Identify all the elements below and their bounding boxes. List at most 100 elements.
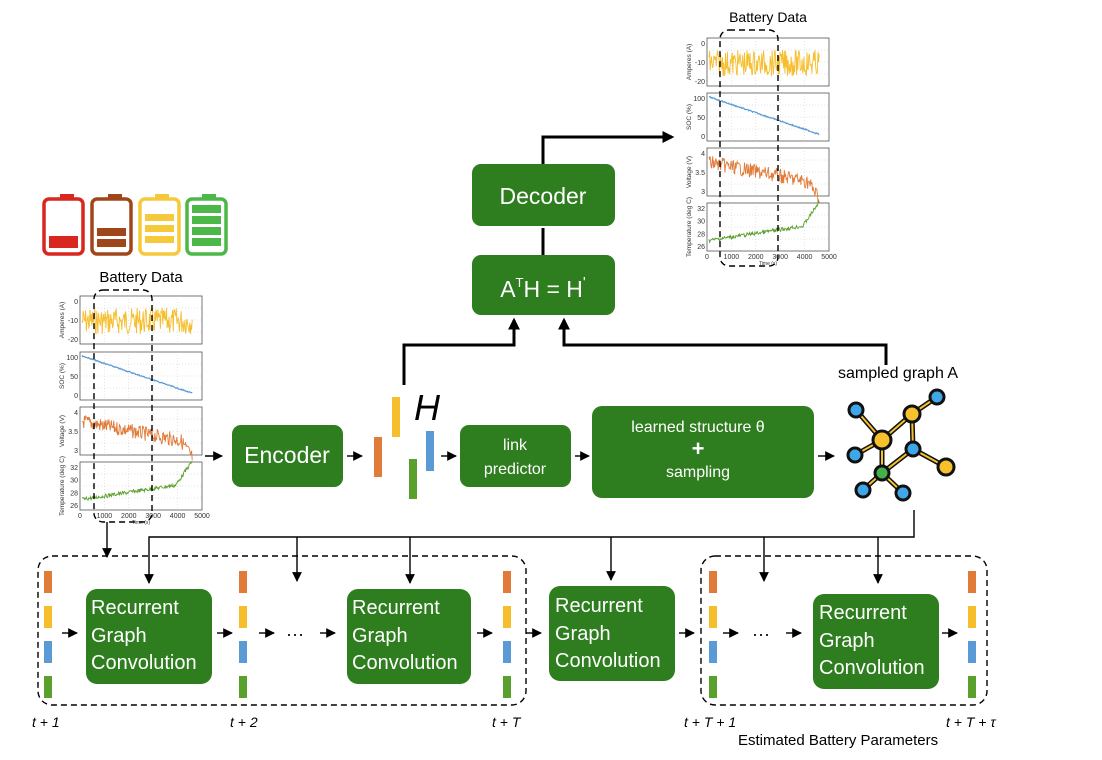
y-axis-label: SOC (%) <box>686 104 693 130</box>
estimated-parameters-group <box>700 555 988 706</box>
rgc-4-line3: Convolution <box>819 657 925 679</box>
link-predictor-line1: link <box>503 437 528 454</box>
y-axis-label: Temperature (deg C) <box>686 197 693 257</box>
feature-bar-yellow <box>239 606 247 628</box>
x-tick-label: 4000 <box>797 254 813 261</box>
y-tick-label: -20 <box>695 79 705 86</box>
y-axis-label: SOC (%) <box>59 363 66 389</box>
feature-bar-green <box>409 459 417 499</box>
soc-subplot: 100 50 0 SOC (%) <box>59 351 203 401</box>
link-predictor-block: link predictor <box>460 425 571 487</box>
rgc-3-line3: Convolution <box>555 650 661 672</box>
feature-bar-orange <box>709 571 717 593</box>
rgc-1-line3: Convolution <box>91 652 197 674</box>
x-tick-label: 1000 <box>97 513 113 520</box>
feature-bar-blue <box>426 431 434 471</box>
ath-equation: ATH = H' <box>500 274 586 302</box>
structure-line1: learned structure θ <box>631 419 765 436</box>
rgc-1-line2: Graph <box>91 625 147 647</box>
x-tick-label: 0 <box>78 513 82 520</box>
feature-bar-yellow <box>709 606 717 628</box>
rgc-block-2: Recurrent Graph Convolution <box>347 589 471 684</box>
rgc-3-line2: Graph <box>555 623 611 645</box>
feature-bar-orange <box>44 571 52 593</box>
feature-column-2 <box>239 571 247 698</box>
y-tick-label: 26 <box>70 503 78 510</box>
y-tick-label: 0 <box>701 134 705 141</box>
feature-bar-green <box>968 676 976 698</box>
y-axis-label: Temperature (deg C) <box>59 456 66 516</box>
y-axis-label: Voltage (V) <box>59 415 66 447</box>
feature-bar-yellow <box>503 606 511 628</box>
y-axis-label: Amperes (A) <box>686 44 693 80</box>
feature-bar-green <box>709 676 717 698</box>
ellipsis-2: ··· <box>752 624 770 644</box>
amperes-series <box>81 307 193 335</box>
battery-full-icon <box>185 194 228 256</box>
battery-icons <box>42 194 228 256</box>
battery-low-icon <box>42 194 85 256</box>
y-tick-label: -10 <box>68 318 78 325</box>
temperature-series <box>81 460 193 502</box>
feature-bar-blue <box>44 641 52 663</box>
feature-bar-green <box>503 676 511 698</box>
time-label-tT1: t + T + 1 <box>684 714 736 730</box>
feature-bar-yellow <box>44 606 52 628</box>
feature-column-1 <box>44 571 52 698</box>
bar-columns <box>44 571 976 698</box>
time-label-t1: t + 1 <box>32 714 60 730</box>
y-tick-label: 30 <box>697 219 705 226</box>
y-tick-label: 100 <box>66 355 78 362</box>
rgc-block-1: Recurrent Graph Convolution <box>86 589 212 684</box>
amperes-series <box>708 49 820 77</box>
y-tick-label: 28 <box>70 490 78 497</box>
x-tick-label: 5000 <box>821 254 837 261</box>
decoder-label: Decoder <box>500 183 587 209</box>
encoder-rgc-group <box>37 555 527 706</box>
feature-bar-orange <box>374 437 382 477</box>
soc-series <box>81 355 193 394</box>
y-tick-label: 3 <box>701 189 705 196</box>
x-tick-label: 3000 <box>772 254 788 261</box>
structure-line2: sampling <box>666 464 730 481</box>
graph-distribution-lines <box>102 510 915 584</box>
battery-half-icon <box>90 194 133 256</box>
feature-bar-yellow <box>392 397 400 437</box>
link-predictor-line2: predictor <box>484 461 547 478</box>
ath-block: ATH = H' <box>472 255 615 315</box>
y-tick-label: 32 <box>70 465 78 472</box>
rgc-block-3: Recurrent Graph Convolution <box>549 586 675 681</box>
feature-column-3 <box>503 571 511 698</box>
feature-bar-green <box>44 676 52 698</box>
y-tick-label: 28 <box>697 231 705 238</box>
x-tick-label: 5000 <box>194 513 210 520</box>
feature-bar-orange <box>503 571 511 593</box>
feature-column-4 <box>709 571 717 698</box>
x-axis-label: Time (s) <box>132 520 150 526</box>
time-label-t2: t + 2 <box>230 714 258 730</box>
y-tick-label: 3.5 <box>695 170 705 177</box>
y-tick-label: 50 <box>697 115 705 122</box>
feature-bar-green <box>239 676 247 698</box>
rgc-4-line2: Graph <box>819 630 875 652</box>
y-axis-label: Voltage (V) <box>686 156 693 188</box>
rgc-2-line1: Recurrent <box>352 597 440 619</box>
y-tick-label: 0 <box>74 393 78 400</box>
y-tick-label: 50 <box>70 374 78 381</box>
voltage-series <box>708 156 820 203</box>
rgc-2-line3: Convolution <box>352 652 458 674</box>
x-tick-label: 2000 <box>748 254 764 261</box>
feature-bar-yellow <box>968 606 976 628</box>
sampled-graph-icon: sampled graph A <box>838 365 958 502</box>
structure-sampling-block: learned structure θ + sampling <box>592 406 814 498</box>
rgc-2-line2: Graph <box>352 625 408 647</box>
time-window-highlight <box>93 289 153 523</box>
